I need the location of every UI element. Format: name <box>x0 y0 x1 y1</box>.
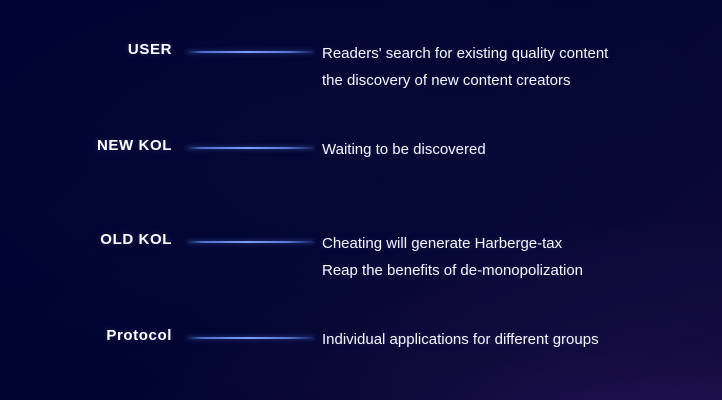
row-description-protocol: Individual applications for different gr… <box>322 326 599 353</box>
row-label-protocol: Protocol <box>106 327 172 344</box>
row-label-old-kol: OLD KOL <box>100 231 172 248</box>
connector-line-old-kol <box>186 241 314 243</box>
row-description-protocol-line-1: Individual applications for different gr… <box>322 331 599 348</box>
row-description-old-kol: Cheating will generate Harberge-tax Reap… <box>322 230 583 284</box>
row-description-old-kol-line-1: Cheating will generate Harberge-tax <box>322 235 563 252</box>
row-description-new-kol: Waiting to be discovered <box>322 136 486 163</box>
row-description-old-kol-line-2: Reap the benefits of de-monopolization <box>322 262 584 279</box>
row-description-user-line-1: Readers' search for existing quality con… <box>322 45 609 62</box>
row-label-user: USER <box>127 41 172 58</box>
row-label-new-kol: NEW KOL <box>96 137 172 154</box>
row-description-user: Readers' search for existing quality con… <box>322 40 608 94</box>
connector-line-new-kol <box>186 147 314 149</box>
row-description-user-line-2: the discovery of new content creators <box>322 72 571 89</box>
row-description-new-kol-line-1: Waiting to be discovered <box>322 141 486 158</box>
connector-line-user <box>186 51 314 53</box>
connector-line-protocol <box>186 337 314 339</box>
